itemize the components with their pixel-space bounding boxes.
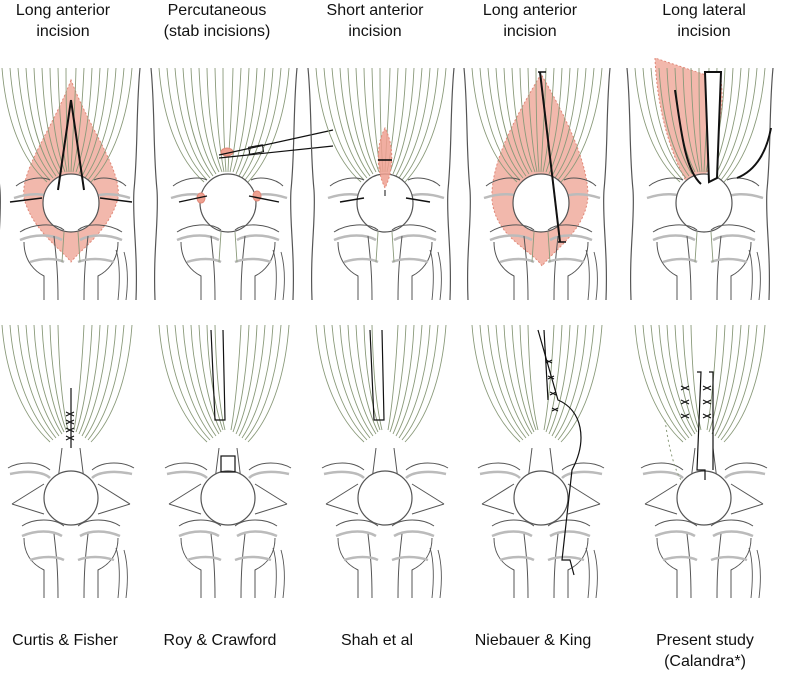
title-line: Long lateral xyxy=(662,2,746,19)
title-line: incision xyxy=(677,23,731,40)
caption-curtis-fisher: Curtis & Fisher xyxy=(0,630,140,651)
knee-bottom-niebauer-king xyxy=(470,323,606,600)
caption-line: Shah et al xyxy=(340,632,414,649)
title-line: incision xyxy=(36,23,90,40)
caption-line: Roy & Crawford xyxy=(163,632,277,649)
title-roy-crawford: Percutaneous (stab incisions) xyxy=(142,0,292,42)
caption-line: Niebauer & King xyxy=(474,632,592,649)
title-line: Long anterior xyxy=(15,2,111,19)
title-shah: Short anterior incision xyxy=(300,0,450,42)
knee-top-present-study xyxy=(625,57,775,302)
caption-roy-crawford: Roy & Crawford xyxy=(145,630,295,651)
suture-marks xyxy=(545,359,559,412)
caption-shah: Shah et al xyxy=(302,630,452,651)
title-present-study: Long lateral incision xyxy=(629,0,779,42)
knee-bottom-roy-crawford xyxy=(157,323,293,600)
knee-top-niebauer-king xyxy=(462,66,612,302)
suture-marks xyxy=(680,385,712,419)
title-line: Percutaneous xyxy=(167,2,267,19)
suture-marks xyxy=(65,411,75,441)
title-line: incision xyxy=(348,23,402,40)
knee-top-curtis-fisher xyxy=(0,66,142,302)
title-line: (stab incisions) xyxy=(163,23,271,40)
knee-bottom-shah xyxy=(314,323,450,600)
title-line: Long anterior xyxy=(482,2,578,19)
knee-bottom-present-study xyxy=(633,323,769,600)
title-line: incision xyxy=(503,23,557,40)
knee-top-roy-crawford xyxy=(149,66,334,302)
caption-line: Present study xyxy=(656,632,754,649)
caption-present-study: Present study (Calandra*) xyxy=(630,630,780,672)
caption-line: Curtis & Fisher xyxy=(12,632,118,649)
title-niebauer-king: Long anterior incision xyxy=(455,0,605,42)
title-curtis-fisher: Long anterior incision xyxy=(0,0,138,42)
title-line: Short anterior xyxy=(326,2,424,19)
knee-top-shah xyxy=(306,66,456,302)
caption-niebauer-king: Niebauer & King xyxy=(458,630,608,651)
knee-bottom-curtis-fisher xyxy=(0,323,136,600)
caption-line: (Calandra*) xyxy=(664,653,746,670)
